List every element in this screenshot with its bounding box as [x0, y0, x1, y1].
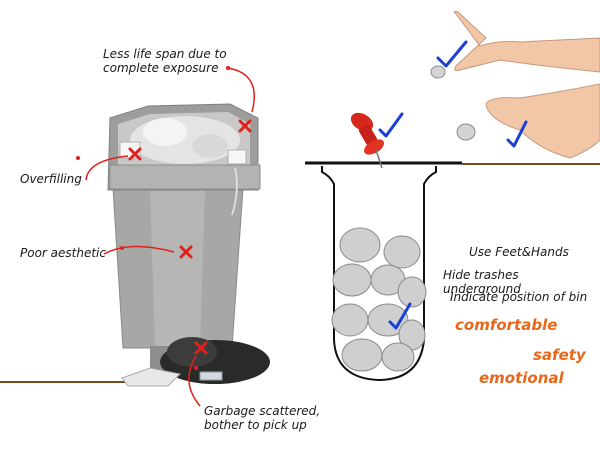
- feature-feet-hands-label: Use Feet&Hands: [469, 245, 569, 259]
- callout-curve-garbage: [188, 355, 201, 407]
- check-icon-hand: [436, 40, 468, 68]
- paper-ball-small: [430, 65, 446, 79]
- cross-icon-lifespan: [238, 119, 252, 133]
- cross-icon-garbage: [194, 341, 208, 355]
- keyword-safety: safety: [533, 346, 586, 364]
- trash-can: [107, 103, 261, 372]
- problem-lifespan-label: Less life span due to complete exposure: [103, 47, 227, 75]
- check-icon-underground: [388, 302, 412, 330]
- problem-garbage-label: Garbage scattered, bother to pick up: [204, 404, 321, 432]
- check-icon-foot: [506, 120, 528, 148]
- keyword-comfortable: comfortable: [455, 316, 558, 334]
- problem-overfilling-label: Overfilling: [20, 172, 82, 186]
- keyword-emotional: emotional: [479, 369, 564, 387]
- cross-icon-aesthetic: [179, 245, 193, 259]
- check-icon-pin: [378, 112, 404, 138]
- problem-aesthetic-label: Poor aesthetic: [20, 246, 106, 260]
- callout-curve-lifespan: [227, 67, 256, 113]
- callout-curve-overfilling: [85, 155, 129, 181]
- hand-illustration: [453, 10, 600, 73]
- foot-illustration: [485, 83, 600, 159]
- callout-curve-aesthetic: [103, 245, 175, 255]
- feature-indicate-label: Indicate position of bin: [450, 290, 588, 304]
- cross-icon-overfilling: [128, 147, 142, 161]
- feature-underground-label: Hide trashes underground: [443, 268, 521, 296]
- underground-bin: [305, 161, 462, 382]
- paper-ball-medium: [456, 123, 476, 141]
- push-pin-icon: [350, 112, 384, 169]
